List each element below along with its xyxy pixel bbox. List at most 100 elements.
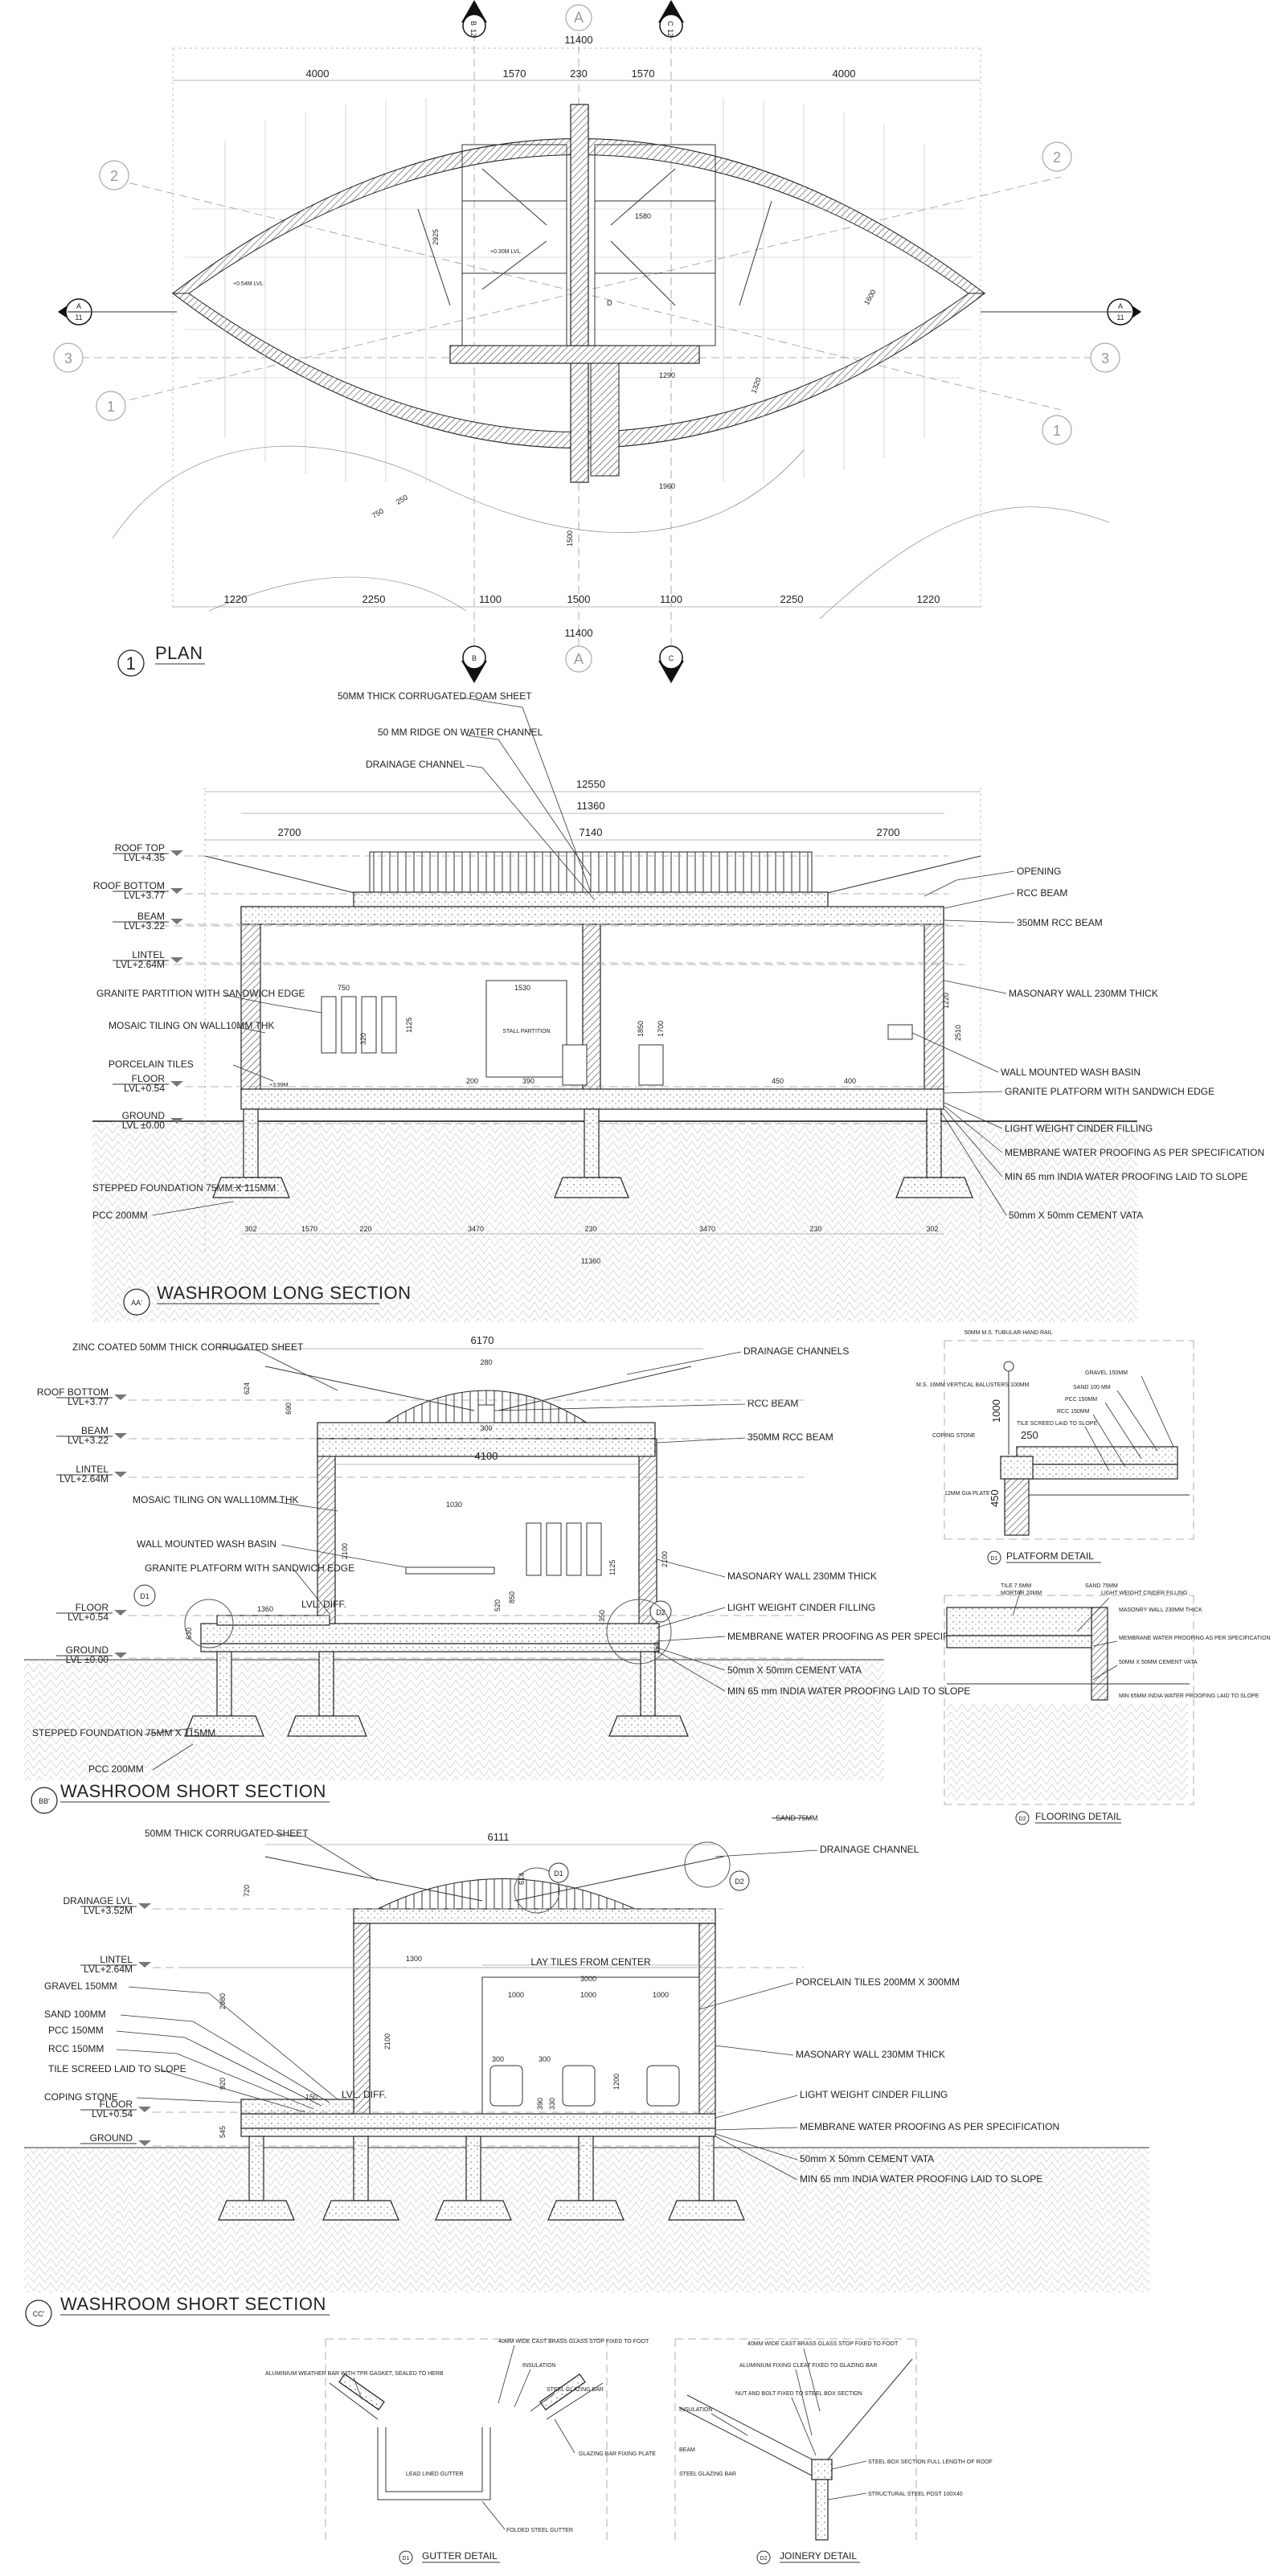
aa-top-callout: 50 MM RIDGE ON WATER CHANNEL	[378, 727, 543, 738]
platform-label: RCC 150MM	[1057, 1409, 1090, 1415]
gutter-label: FOLDED STEEL GUTTER	[506, 2528, 573, 2533]
platform-dim: 450	[989, 1489, 1001, 1507]
bb-level-triangle-icon	[114, 1394, 127, 1400]
plan-inner-dim: 1290	[659, 371, 675, 379]
aa-bottom-total: 11360	[581, 1257, 600, 1265]
aa-level-name: BEAM	[137, 911, 165, 922]
platform-label: PCC 150MM	[1065, 1397, 1097, 1403]
gutter-detail: ALUMINIUM WEATHER BAR WITH TPR GASKET, S…	[265, 2338, 656, 2565]
plan-inner-dim: 2925	[432, 229, 440, 245]
gutter-label: 40MM WIDE CAST BRASS GLASS STOP FIXED TO…	[498, 2339, 649, 2345]
cc-right-callout: LIGHT WEIGHT CINDER FILLING	[800, 2089, 948, 2100]
aa-level-triangle-icon	[170, 1081, 183, 1087]
cc-left-callout: RCC 150MM	[48, 2043, 104, 2054]
cc-tag: CC'	[33, 2310, 45, 2318]
platform-label: 50MM M.S. TUBULAR HAND RAIL	[964, 1330, 1053, 1336]
aa-left-callout: MOSAIC TILING ON WALL10MM THK	[109, 1020, 274, 1031]
platform-label: COPING STONE	[932, 1433, 976, 1439]
plan-grid-markers: A A 2 2 3 3 1 1	[53, 4, 1120, 673]
plan-overall-dim-bottom: 11400	[564, 627, 592, 639]
platform-title: PLATFORM DETAIL	[1006, 1550, 1094, 1562]
aa-tag: AA'	[131, 1299, 142, 1307]
cc-level-name: FLOOR	[100, 2099, 133, 2110]
bb-dim: 350	[598, 1610, 606, 1622]
aa-level-value: LVL+3.77	[124, 890, 165, 901]
aa-title: WASHROOM LONG SECTION	[157, 1283, 411, 1303]
cc-dim: 545	[219, 2126, 227, 2138]
plan-bottom-dim: 1500	[567, 593, 591, 605]
aa-inner-dim: 1850	[637, 1021, 645, 1037]
bb-dims: 624 690 1030 2100 520 850 1125 350 630 1…	[185, 1382, 669, 1654]
bb-level-triangle-icon	[114, 1610, 127, 1616]
bb-level-name: FLOOR	[76, 1602, 109, 1613]
aa-bottom-dim: 220	[359, 1225, 371, 1233]
section-b-top-label: B	[469, 21, 477, 26]
aa-level-value: LVL+3.22	[124, 920, 165, 932]
cc-left-callout: 50MM THICK CORRUGATED SHEET	[145, 1828, 309, 1839]
plan-bottom-dim: 1220	[224, 593, 248, 605]
bb-dim: 630	[185, 1628, 193, 1640]
bb-right-callout: LIGHT WEIGHT CINDER FILLING	[727, 1602, 875, 1613]
section-b-bottom-label: B	[472, 654, 477, 662]
grid-a-bottom: A	[574, 651, 584, 667]
cc-dim: 1000	[580, 1991, 596, 1999]
aa-left-callout: STEPPED FOUNDATION 75MM X 115MM	[92, 1182, 276, 1194]
cc-dim: 300	[492, 2055, 504, 2063]
aa-inner-dim: 390	[522, 1077, 534, 1085]
bb-footings	[184, 1651, 689, 1737]
bb-level-value: LVL ±0.00	[66, 1654, 109, 1665]
cc-dim: 330	[548, 2098, 556, 2110]
section-b-top-sheet: 12	[469, 29, 477, 37]
plan-bottom-dim: 2250	[362, 593, 386, 605]
joinery-label: NUT AND BOLT FIXED TO STEEL BOX SECTION	[735, 2391, 862, 2397]
bb-lvl-diff: LVL. DIFF.	[301, 1599, 346, 1610]
aa-inner-dim: 1700	[657, 1021, 665, 1037]
aa-bottom-dims: 302 1570 220 3470 230 3470 230 302 11360	[244, 1225, 938, 1265]
bb-top-dim: 6170	[471, 1334, 494, 1346]
aa-bottom-dim: 302	[926, 1225, 938, 1233]
cc-level-triangle-icon	[138, 1962, 151, 1968]
bb-left-callout: PCC 200MM	[88, 1763, 144, 1775]
aa-inner-dim: 1530	[514, 984, 530, 992]
grid-2-right: 2	[1053, 149, 1061, 166]
joinery-label: STEEL GLAZING BAR	[679, 2472, 736, 2477]
gutter-label: GLAZING BAR FIXING PLATE	[579, 2451, 656, 2457]
platform-label: 12MM GIA PLATE	[944, 1491, 990, 1497]
gutter-label: STEEL GLAZING BAR	[547, 2387, 604, 2393]
cc-right-callout: PORCELAIN TILES 200MM X 300MM	[796, 1976, 960, 1988]
cc-level-name: LINTEL	[100, 1954, 133, 1965]
platform-label: TILE SCREED LAID TO SLOPE	[1017, 1421, 1097, 1427]
bb-level-name: BEAM	[81, 1425, 109, 1436]
aa-level-value: LVL+2.64M	[116, 959, 165, 970]
bb-bubble-d2: D2	[656, 1608, 666, 1616]
cc-dim: 2980	[219, 1993, 227, 2009]
gutter-label: INSULATION	[522, 2363, 556, 2369]
aa-right-callout: MIN 65 mm INDIA WATER PROOFING LAID TO S…	[1005, 1171, 1247, 1182]
plan-inner-dim: 1600	[862, 289, 878, 306]
section-a-right-sheet: 11	[1116, 313, 1124, 321]
flooring-title: FLOORING DETAIL	[1035, 1811, 1121, 1822]
aa-bottom-dim: 230	[584, 1225, 596, 1233]
section-a-right-label: A	[1118, 302, 1123, 310]
plan-bottom-dim: 1100	[660, 593, 682, 605]
bb-dim: 1125	[608, 1560, 616, 1575]
plan-inner-dim: 1580	[635, 212, 651, 220]
joinery-title: JOINERY DETAIL	[780, 2550, 857, 2562]
bb-dim: 1030	[446, 1501, 462, 1509]
cc-callouts: 50MM THICK CORRUGATED SHEET GRAVEL 150MM…	[44, 1828, 1059, 2185]
cc-left-callout: SAND 100MM	[44, 2009, 106, 2020]
joinery-labels: 40MM WIDE CAST BRASS GLASS STOP FIXED TO…	[679, 2341, 993, 2500]
cc-right-callout: MIN 65 mm INDIA WATER PROOFING LAID TO S…	[800, 2173, 1042, 2185]
plan-top-dim: 230	[570, 68, 588, 80]
aa-level-name: LINTEL	[132, 949, 165, 960]
section-a-left-label: A	[76, 302, 81, 310]
aa-level-value: LVL+4.35	[124, 852, 165, 863]
aa-right-callout: LIGHT WEIGHT CINDER FILLING	[1005, 1123, 1153, 1134]
bb-level-triangle-icon	[114, 1472, 127, 1477]
bb-left-callout: STEPPED FOUNDATION 75MM X 115MM	[32, 1727, 215, 1738]
section-cc: SAND 75MM 6111 D1 D2 LAY TILES FROM CENT…	[24, 1814, 1149, 2327]
plan-bottom-dim: 2250	[780, 593, 804, 605]
